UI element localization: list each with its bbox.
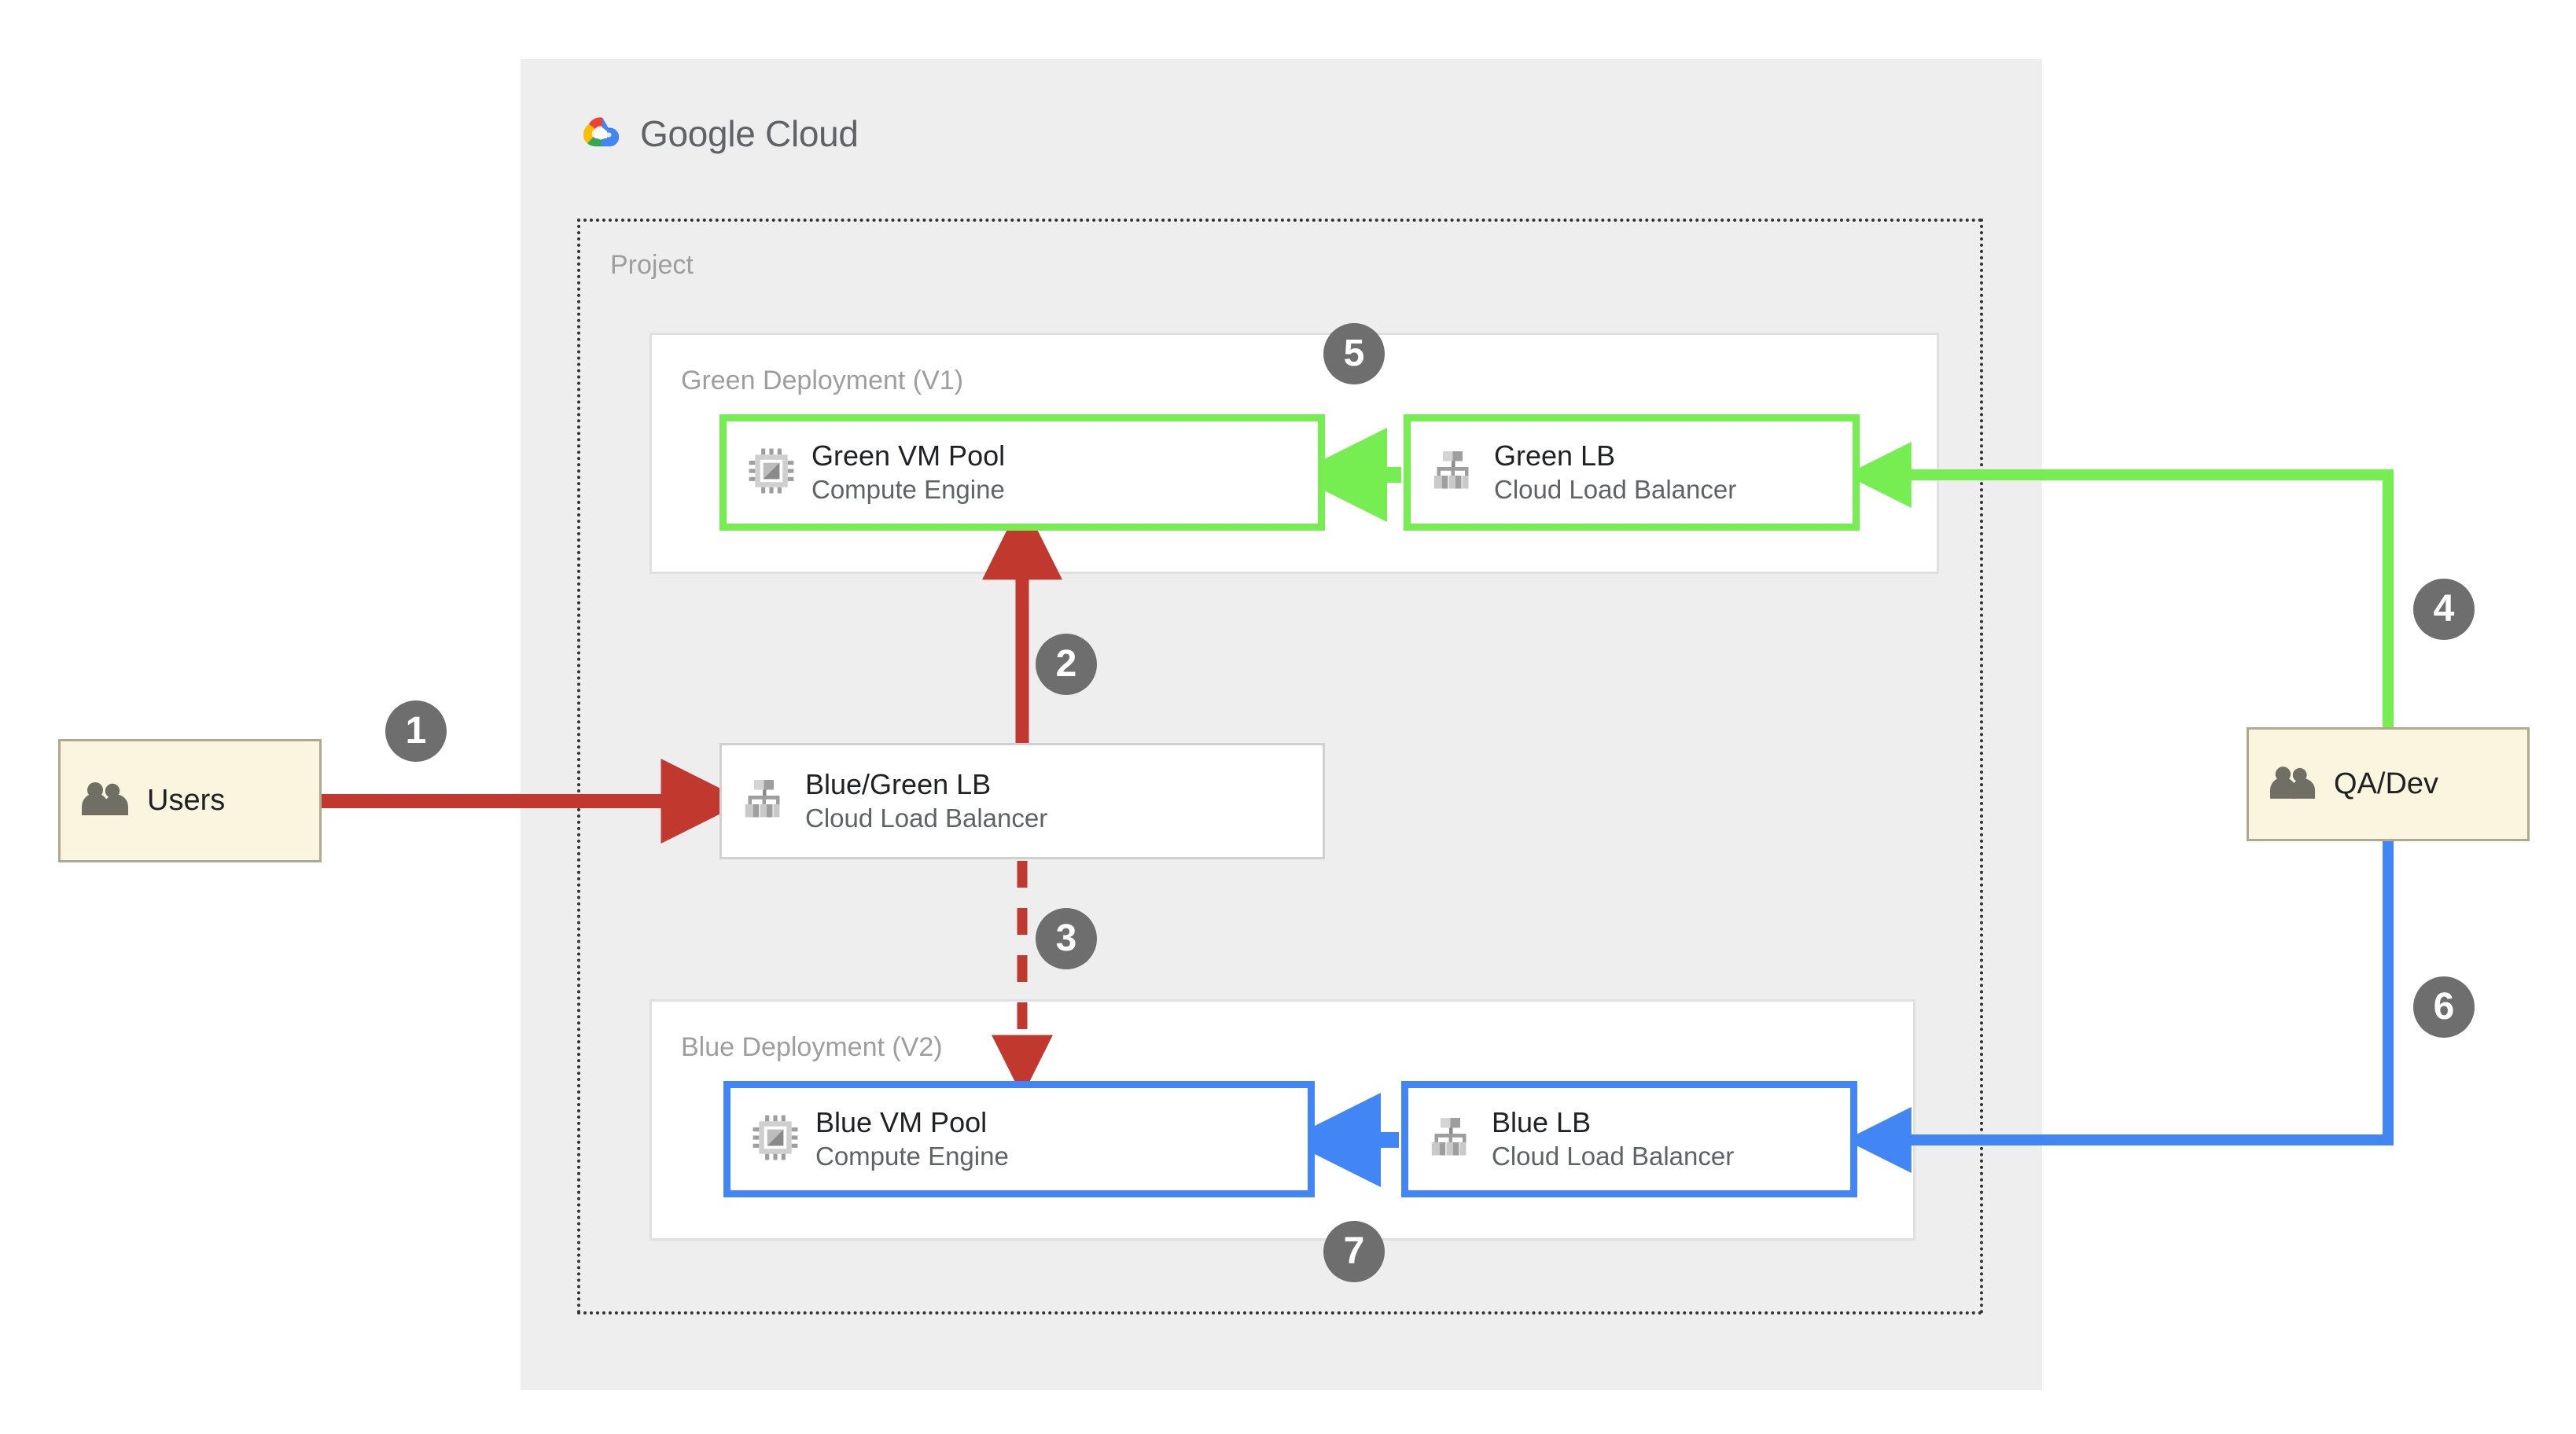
node-subtitle: Cloud Load Balancer	[805, 803, 1048, 833]
cloud-load-balancer-icon	[1431, 447, 1478, 498]
node-subtitle: Compute Engine	[815, 1142, 1009, 1171]
google-cloud-branding: Google Cloud	[576, 106, 859, 161]
node-green-vm-pool[interactable]: Green VM Pool Compute Engine	[719, 414, 1325, 531]
arrow-qadev-to-blue-lb	[1845, 840, 2394, 1173]
wordmark-google: Google	[640, 113, 756, 154]
wordmark-cloud: Cloud	[765, 113, 859, 154]
node-subtitle: Cloud Load Balancer	[1494, 475, 1737, 505]
arrow-qadev-to-green-lb	[1845, 442, 2394, 730]
actor-qa-dev-label: QA/Dev	[2334, 767, 2439, 800]
project-label: Project	[610, 250, 694, 280]
node-subtitle: Cloud Load Balancer	[1492, 1142, 1735, 1171]
node-blue-vm-pool-text: Blue VM Pool Compute Engine	[815, 1105, 1009, 1174]
step-badge-6: 6	[2413, 976, 2475, 1038]
green-deployment-label: Green Deployment (V1)	[681, 366, 964, 395]
people-icon	[81, 781, 130, 821]
cloud-load-balancer-icon	[742, 776, 789, 827]
node-title: Green LB	[1494, 439, 1616, 472]
compute-engine-icon	[747, 447, 796, 499]
google-cloud-logo-icon	[576, 113, 626, 154]
node-green-lb[interactable]: Green LB Cloud Load Balancer	[1404, 414, 1860, 531]
project-boundary	[577, 219, 1983, 1314]
node-green-lb-text: Green LB Cloud Load Balancer	[1494, 438, 1736, 507]
node-title: Green VM Pool	[811, 439, 1006, 472]
node-subtitle: Compute Engine	[811, 475, 1005, 505]
actor-users-label: Users	[147, 784, 226, 817]
node-green-vm-pool-text: Green VM Pool Compute Engine	[811, 438, 1005, 507]
actor-users[interactable]: Users	[58, 739, 322, 862]
people-icon	[2269, 765, 2317, 804]
node-title: Blue VM Pool	[815, 1106, 988, 1139]
cloud-load-balancer-icon	[1429, 1114, 1476, 1165]
blue-deployment-label: Blue Deployment (V2)	[681, 1032, 943, 1062]
step-badge-7: 7	[1323, 1221, 1385, 1282]
node-blue-vm-pool[interactable]: Blue VM Pool Compute Engine	[723, 1081, 1315, 1197]
node-blue-lb[interactable]: Blue LB Cloud Load Balancer	[1401, 1081, 1857, 1197]
step-badge-1: 1	[385, 700, 447, 762]
compute-engine-icon	[751, 1113, 800, 1166]
step-badge-5: 5	[1323, 323, 1385, 384]
step-badge-2: 2	[1036, 634, 1097, 695]
node-bluegreen-lb-text: Blue/Green LB Cloud Load Balancer	[805, 767, 1047, 836]
node-blue-lb-text: Blue LB Cloud Load Balancer	[1492, 1105, 1734, 1174]
node-title: Blue LB	[1492, 1106, 1592, 1139]
step-badge-3: 3	[1036, 908, 1097, 969]
node-title: Blue/Green LB	[805, 768, 992, 801]
node-bluegreen-lb[interactable]: Blue/Green LB Cloud Load Balancer	[719, 743, 1325, 859]
actor-qa-dev[interactable]: QA/Dev	[2247, 727, 2530, 841]
step-badge-4: 4	[2413, 579, 2475, 640]
google-cloud-wordmark: Google Cloud	[640, 112, 859, 155]
